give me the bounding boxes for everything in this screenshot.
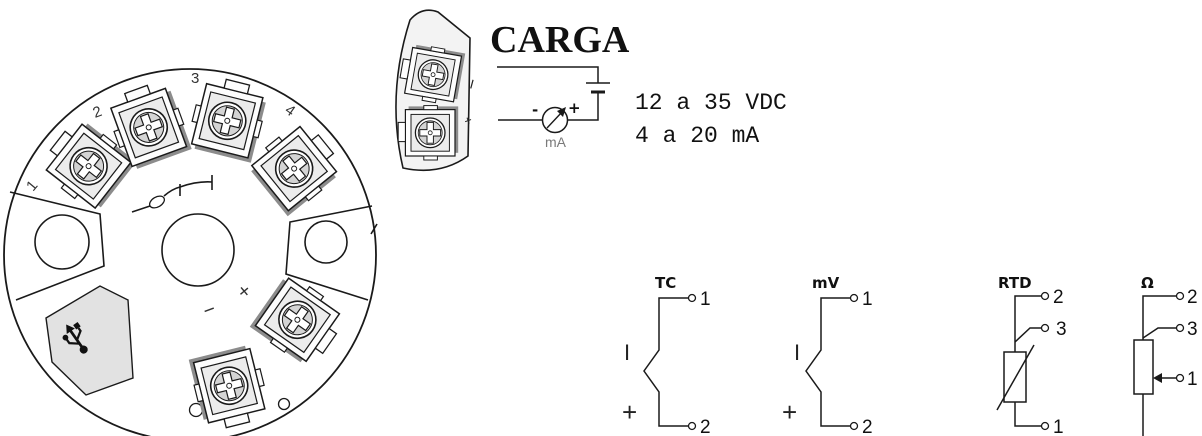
mv-terminal-2 [849, 421, 859, 431]
tc-terminal-2-label: 2 [700, 417, 711, 436]
rtd-terminal-1-label: 1 [1053, 417, 1064, 436]
tc-terminal-1-label: 1 [700, 289, 711, 310]
ohm-label: Ω [1141, 274, 1154, 292]
center-hole [161, 213, 235, 287]
right-mounting-hole [304, 220, 348, 264]
tc-plus-label: + [622, 397, 637, 427]
tc-minus-label: I [624, 340, 630, 365]
rtd-terminal-2 [1040, 291, 1050, 301]
load-wire-bottom [498, 92, 599, 121]
rtd-terminal-3 [1040, 323, 1050, 333]
mv-minus-label: I [794, 340, 800, 365]
battery-symbol [586, 82, 610, 94]
mv-label: mV [812, 274, 840, 292]
load-wire-top [497, 66, 599, 83]
rtd-wire-2 [1014, 295, 1042, 352]
mv-terminal-1-label: 1 [862, 289, 873, 310]
ohm-terminal-3 [1175, 323, 1185, 333]
ohm-terminal-1 [1175, 373, 1185, 383]
supply-voltage: 12 a 35 VDC [635, 90, 787, 116]
right-partition [285, 205, 373, 301]
rtd-terminal-3-label: 3 [1056, 319, 1067, 340]
rtd-diagram: RTD 2 3 1 [996, 274, 1067, 436]
rtd-variable-slash [996, 344, 1035, 411]
left-partition [9, 191, 105, 301]
mv-terminal-1 [849, 293, 859, 303]
load-terminal-minus-label: I [468, 76, 475, 91]
tc-label: TC [655, 274, 676, 292]
ohm-terminal-1-label: 1 [1187, 369, 1198, 390]
rtd-wire-3 [1014, 327, 1042, 343]
left-mounting-hole [34, 214, 90, 270]
rtd-terminal-1 [1040, 421, 1050, 431]
ohm-wire-3 [1142, 327, 1177, 339]
ohm-potentiometer [1133, 339, 1154, 395]
ohm-wire-2 [1142, 295, 1177, 340]
rim-mark [370, 223, 378, 235]
usb-icon [62, 322, 88, 354]
mv-terminal-2-label: 2 [862, 417, 873, 436]
pin-hole [277, 397, 291, 411]
ohm-terminal-2-label: 2 [1187, 287, 1198, 308]
load-connection: I + CARGA - + mA 12 a 35 VDC 4 a 20 mA [395, 9, 787, 172]
rtd-label: RTD [998, 274, 1032, 292]
meter-unit-label: mA [545, 134, 567, 150]
tc-terminal-1 [687, 293, 697, 303]
mv-plus-label: + [782, 397, 797, 427]
rtd-wire-1 [1014, 402, 1042, 427]
ohm-terminal-2 [1175, 291, 1185, 301]
transmitter-head: 1 2 3 4 − + [3, 68, 378, 436]
meter-minus-sign: - [532, 101, 538, 119]
ohm-wiper-arrow [1153, 373, 1162, 383]
current-range: 4 a 20 mA [635, 123, 759, 149]
mv-wiring [805, 297, 851, 427]
tc-terminal-2 [687, 421, 697, 431]
thermocouple-diagram: TC 1 2 I + [622, 274, 711, 436]
terminal-3-label: 3 [191, 70, 199, 87]
sensor-probe-icon [131, 175, 213, 213]
load-title: CARGA [490, 19, 630, 61]
millivolt-diagram: mV 1 2 I + [782, 274, 873, 436]
ohm-terminal-3-label: 3 [1187, 319, 1198, 340]
usb-zone [45, 285, 134, 396]
load-terminal-plus [397, 104, 459, 161]
milliammeter-symbol [541, 106, 569, 134]
rtd-terminal-2-label: 2 [1053, 287, 1064, 308]
meter-plus-sign: + [568, 99, 581, 117]
tc-wiring [643, 297, 689, 427]
ohm-diagram: Ω 2 3 1 [1133, 274, 1198, 436]
